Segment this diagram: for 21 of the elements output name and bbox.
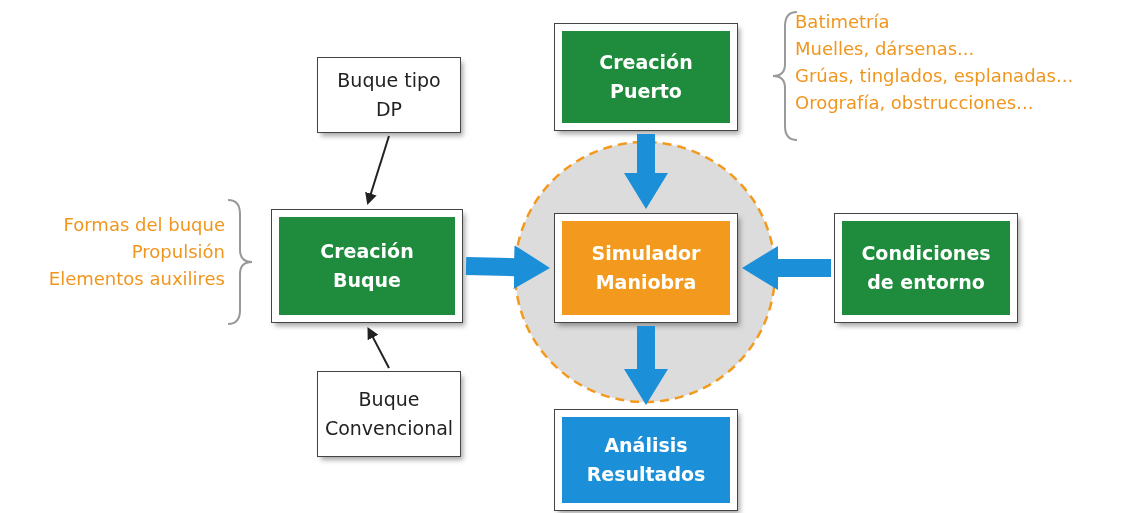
note-text: Batimetría: [795, 10, 891, 34]
box-label: Condiciones de entorno: [860, 240, 992, 295]
box-label: Análisis Resultados: [585, 432, 707, 487]
note-text: Formas del buque: [62, 213, 225, 237]
arrow: [465, 245, 550, 290]
dashed-circle: [513, 140, 777, 404]
box-label: Creación Buque: [319, 238, 415, 293]
arrow: [367, 326, 390, 369]
note-text: Muelles, dársenas...: [795, 37, 976, 61]
box-label: Buque tipo DP: [336, 67, 442, 122]
arrow: [624, 326, 668, 405]
arrow: [742, 246, 831, 290]
box-label: Buque Convencional: [323, 386, 455, 441]
note-text: Grúas, tinglados, esplanadas...: [795, 64, 1074, 88]
box-label: Simulador Maniobra: [590, 240, 702, 295]
arrow: [365, 135, 390, 206]
note-text: Propulsión: [130, 240, 225, 264]
note-text: Elementos auxilires: [48, 267, 225, 291]
process-box: [555, 214, 737, 322]
box-label: Creación Puerto: [598, 49, 694, 104]
note-text: Orografía, obstrucciones...: [795, 91, 1035, 115]
